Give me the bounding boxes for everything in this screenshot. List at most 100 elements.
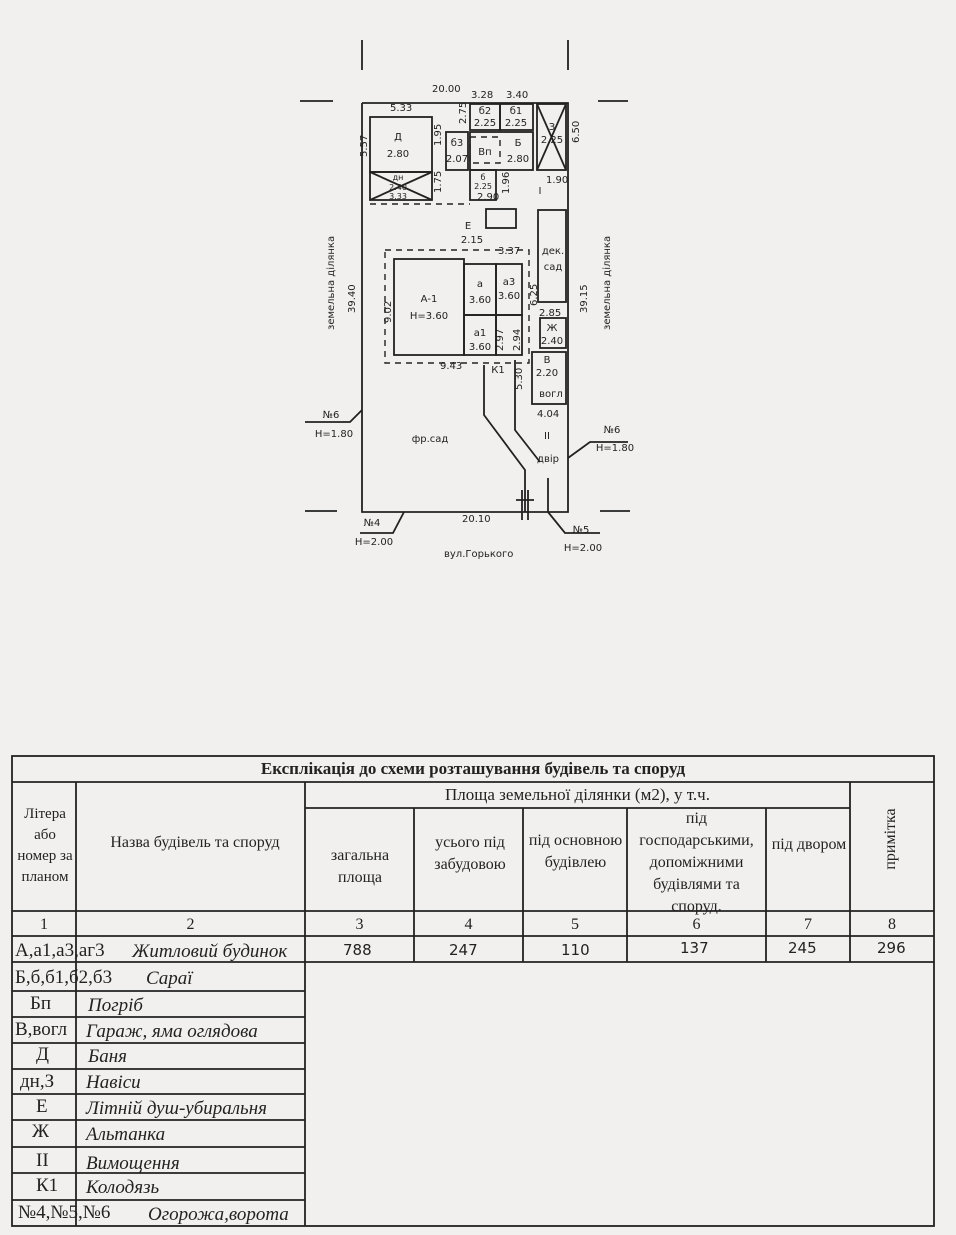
plan-label-n5: №5	[573, 525, 590, 536]
plan-label-zh: Ж	[547, 323, 558, 334]
dim-533: 5.33	[390, 103, 412, 114]
row-letter: Бп	[30, 993, 52, 1014]
plan-label-e: Е	[465, 221, 471, 232]
value-note: 296	[877, 939, 906, 957]
row-name: Альтанка	[86, 1124, 166, 1145]
header-letter: Літера або номер за планом	[17, 806, 73, 885]
header-total: загальна площа	[330, 847, 390, 886]
header-yard: під двором	[771, 836, 847, 853]
plan-label-a3-h: 3.60	[498, 291, 520, 302]
plan-label-n6-left: №6	[323, 410, 340, 421]
row-letter: Д	[36, 1044, 49, 1065]
dim-902: 9.02	[383, 301, 394, 323]
plan-label-a-h: 3.60	[469, 295, 491, 306]
row-letter: №4,№5,№6	[18, 1202, 111, 1223]
dim-175: 1.75	[433, 171, 444, 193]
colnum-7: 7	[804, 916, 812, 933]
plan-label-bp: Вп	[478, 147, 491, 158]
row-name: Баня	[88, 1046, 127, 1067]
value-built: 247	[449, 941, 478, 959]
dim-530: 5.30	[514, 368, 525, 390]
row-letter: К1	[36, 1175, 59, 1196]
dim-625: 6.25	[529, 284, 540, 306]
plan-label-v: В	[544, 355, 551, 366]
plan-label-a1-h: 3.60	[469, 342, 491, 353]
dim-650: 6.50	[571, 121, 582, 143]
plan-label-n4-h: Н=2.00	[355, 537, 393, 548]
plan-label-n6-left-h: Н=1.80	[315, 429, 353, 440]
row-name: Літній душ-убиральня	[86, 1098, 267, 1119]
row-letter: Б,б,б1,б2,б3	[15, 967, 113, 988]
dim-196: 1.96	[501, 172, 512, 194]
plan-label-n6-right: №6	[604, 425, 621, 436]
plan-label-v-h: 2.20	[536, 368, 558, 379]
colnum-5: 5	[571, 916, 579, 933]
plan-label-b1: б1	[510, 106, 523, 117]
dim-297: 2.97	[495, 329, 506, 351]
plan-label-i: I	[539, 186, 542, 197]
plan-label-sad: сад	[544, 262, 563, 273]
row-letter: дн,З	[20, 1071, 55, 1092]
dim-557: 5.57	[359, 135, 370, 157]
street-name: вул.Горького	[444, 549, 513, 560]
plan-label-n5-h: Н=2.00	[564, 543, 602, 554]
group-header: Площа земельної ділянки (м2), у т.ч.	[445, 785, 710, 804]
header-main: під основною будівлею	[528, 832, 623, 871]
plan-top-total: 20.00	[432, 84, 461, 95]
dim-943: 9.43	[440, 361, 462, 372]
plan-label-dvir: двір	[537, 453, 559, 465]
plan-label-dek: дек.	[542, 246, 564, 257]
colnum-8: 8	[888, 916, 896, 933]
dim-294: 2.94	[512, 329, 523, 351]
dim-left-side: 39.40	[347, 284, 358, 313]
dim-right-side: 39.15	[579, 284, 590, 313]
row-name: Навіси	[86, 1072, 141, 1093]
plan-label-k1: К1	[491, 365, 504, 376]
colnum-3: 3	[355, 916, 364, 933]
plan-label-small-b: б	[481, 173, 486, 182]
plan-label-a1: а1	[474, 328, 487, 339]
plan-label-e-h: 2.15	[461, 235, 483, 246]
left-neighbor-label: земельна ділянка	[325, 236, 337, 330]
plan-label-b: Б	[515, 138, 522, 149]
plan-label-d-h: 2.80	[387, 149, 409, 160]
plan-label-n6-right-h: Н=1.80	[596, 443, 634, 454]
row-name: Погріб	[88, 995, 143, 1016]
row-letter: Ж	[32, 1121, 50, 1142]
plan-label-d: Д	[394, 132, 402, 143]
plan-label-ii: II	[544, 431, 550, 442]
dim-275: 2.75	[458, 102, 469, 124]
plan-label-b2-h: 2.25	[474, 118, 496, 129]
header-name: Назва будівель та споруд	[110, 834, 280, 851]
plan-label-z: З	[549, 122, 555, 133]
plan-label-frsad: фр.сад	[412, 434, 449, 445]
row-name: Огорожа,ворота	[148, 1204, 289, 1225]
value-total: 788	[343, 941, 372, 959]
plan-label-b1-h: 2.25	[505, 118, 527, 129]
plan-label-a1-main: А-1	[421, 294, 438, 305]
dim-190: 1.90	[546, 175, 568, 186]
header-built: усього під забудовою	[434, 834, 506, 873]
row-letter: II	[36, 1150, 49, 1171]
colnum-6: 6	[692, 916, 701, 933]
dim-404: 4.04	[537, 409, 559, 420]
plan-label-z-h: 2.25	[541, 135, 563, 146]
header-note: примітка	[882, 808, 899, 870]
dim-195: 1.95	[433, 124, 444, 146]
plan-label-zh-h: 2.40	[541, 336, 563, 347]
right-neighbor-label: земельна ділянка	[601, 236, 613, 330]
value-yard: 245	[788, 939, 817, 957]
plan-label-small-b-h: 2.25	[474, 182, 492, 191]
dim-328: 3.28	[471, 90, 493, 101]
plan-label-a: а	[477, 279, 483, 290]
row-name: Вимощення	[86, 1153, 180, 1174]
colnum-1: 1	[40, 916, 48, 933]
row-name: Колодязь	[86, 1177, 160, 1198]
plan-label-a3: а3	[503, 277, 516, 288]
plan-label-b3-h: 2.07	[446, 154, 468, 165]
site-plan: 20.00 20.10 вул.Горького 5.33 3.28 3.40 …	[300, 40, 634, 560]
plan-bottom-total: 20.10	[462, 514, 491, 525]
row-letter: В,вогл	[15, 1019, 68, 1040]
plan-label-dn-w: 3.33	[389, 192, 407, 201]
